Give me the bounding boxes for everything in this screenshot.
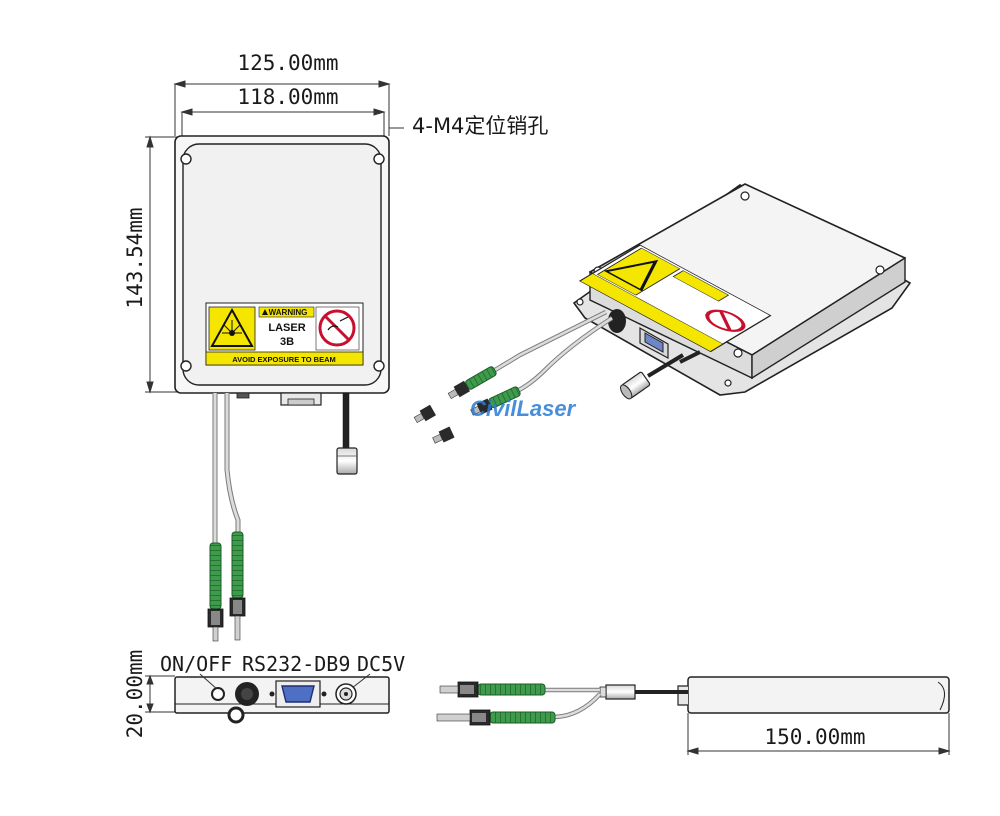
outer-width-dimension-line [173,80,391,88]
fiber-boot-2 [231,531,244,599]
front-view: 125.00mm 118.00mm 143.54mm 4-M4定位销孔 [123,51,548,642]
power-switch-label: ON/OFF [160,652,232,676]
laser-class-line1: LASER [268,322,305,334]
inner-width-label: 118.00mm [237,85,338,109]
height-label: 143.54mm [123,207,147,308]
connector-side-view: 20.00mm ON/OFF RS232-DB9 DC5V [123,650,405,739]
warning-label: WARNING LASER 3B AVOID EXPOSURE TO BEAM [205,302,364,366]
fiber-boot-1 [209,542,222,610]
warning-footer: AVOID EXPOSURE TO BEAM [232,355,336,364]
fiber-length-label: 150.00mm [764,725,865,749]
power-switch-icon [211,687,225,701]
serial-port-label: RS232-DB9 [242,652,350,676]
power-input-label: DC5V [357,652,405,676]
brand-watermark: CivilLaser [470,396,577,421]
inner-width-dimension-line [180,108,386,116]
thickness-label: 20.00mm [123,650,147,739]
laser-class-line2: 3B [280,336,294,348]
isometric-view: CivilLaser [413,183,912,444]
warning-header: WARNING [269,308,308,317]
db9-connector-icon [281,685,315,703]
mounting-holes-callout: 4-M4定位销孔 [412,114,548,138]
mounting-screw-icon [180,153,385,372]
outer-width-label: 125.00mm [237,51,338,75]
height-dimension-line [146,135,154,394]
fiber-side-view: 150.00mm [436,676,951,755]
